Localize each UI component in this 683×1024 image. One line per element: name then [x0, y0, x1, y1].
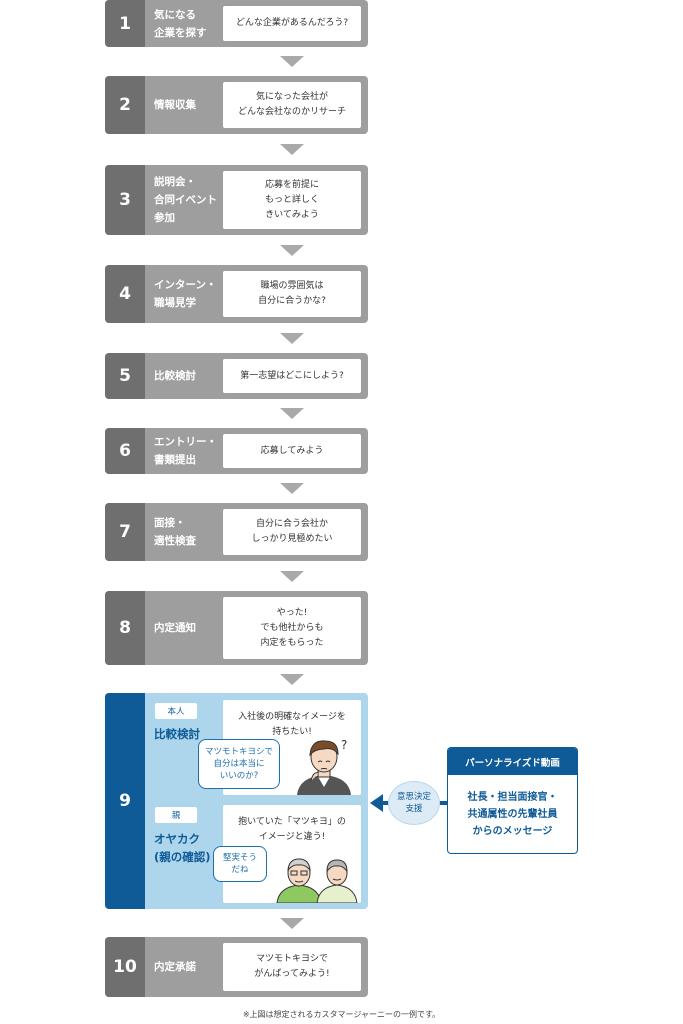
down-arrow-icon [280, 571, 304, 582]
step-number: 4 [105, 265, 145, 323]
step-label: 情報収集 [154, 99, 196, 111]
journey-step-7: 7 面接・ 適性検査 自分に合う会社か しっかり見極めたい [105, 503, 368, 561]
left-arrow-icon [370, 794, 383, 812]
step-number: 10 [105, 937, 145, 997]
personalized-video-card: パーソナライズド動画 社長・担当面接官・ 共通属性の先輩社員 からのメッセージ [447, 747, 578, 854]
svg-text:?: ? [341, 738, 347, 752]
down-arrow-icon [280, 918, 304, 929]
step-number: 8 [105, 591, 145, 665]
self-description: 入社後の明確なイメージを 持ちたい! [238, 712, 346, 737]
step-description: 職場の雰囲気は 自分に合うかな? [223, 271, 361, 317]
step-number: 6 [105, 428, 145, 474]
journey-step-3: 3 説明会・ 合同イベント 参加 応募を前提に もっと詳しく きいてみよう [105, 165, 368, 235]
journey-step-5: 5 比較検討 第一志望はどこにしよう? [105, 353, 368, 399]
video-card-title: パーソナライズド動画 [448, 748, 577, 775]
step-description: どんな企業があるんだろう? [223, 6, 361, 41]
step-number: 5 [105, 353, 145, 399]
journey-step-9: 9 本人 比較検討 入社後の明確なイメージを 持ちたい! ? マツモトキヨシで … [105, 693, 368, 909]
down-arrow-icon [280, 408, 304, 419]
journey-step-2: 2 情報収集 気になった会社が どんな会社なのかリサーチ [105, 76, 368, 134]
step-description: 自分に合う会社か しっかり見極めたい [223, 509, 361, 555]
down-arrow-icon [280, 333, 304, 344]
journey-step-6: 6 エントリー・ 書類提出 応募してみよう [105, 428, 368, 474]
young-man-illustration-icon: ? [297, 738, 351, 795]
step-label: 内定承諾 [154, 961, 196, 973]
journey-step-10: 10 内定承諾 マツモトキヨシで がんばってみよう! [105, 937, 368, 997]
step-number: 2 [105, 76, 145, 134]
parents-illustration-icon [276, 858, 358, 903]
step-description: 応募してみよう [223, 434, 361, 468]
self-chip: 本人 [155, 703, 197, 719]
journey-step-1: 1 気になる 企業を探す どんな企業があるんだろう? [105, 0, 368, 47]
parent-description: 抱いていた「マツキヨ」の イメージと違う! [238, 817, 346, 842]
step-label: エントリー・ 書類提出 [154, 436, 217, 466]
step-number: 1 [105, 0, 145, 47]
step-description: マツモトキヨシで がんばってみよう! [223, 943, 361, 991]
video-card-body: 社長・担当面接官・ 共通属性の先輩社員 からのメッセージ [467, 791, 558, 837]
step-label: 比較検討 [154, 370, 196, 382]
down-arrow-icon [280, 144, 304, 155]
step-description: 気になった会社が どんな会社なのかリサーチ [223, 82, 361, 128]
down-arrow-icon [280, 56, 304, 67]
parent-chip: 親 [155, 807, 197, 823]
step-label: 内定通知 [154, 622, 196, 634]
step-description: やった! でも他社からも 内定をもらった [223, 597, 361, 659]
down-arrow-icon [280, 245, 304, 256]
down-arrow-icon [280, 674, 304, 685]
down-arrow-icon [280, 483, 304, 494]
step-number: 9 [105, 693, 145, 909]
step-description: 第一志望はどこにしよう? [223, 359, 361, 393]
decision-support-circle: 意思決定 支援 [388, 781, 440, 825]
step-label: 面接・ 適性検査 [154, 517, 196, 547]
connector-line [382, 801, 390, 805]
footnote: ※上図は想定されるカスタマージャーニーの一例です。 [242, 1010, 441, 1019]
connector-line [440, 801, 448, 805]
journey-step-8: 8 内定通知 やった! でも他社からも 内定をもらった [105, 591, 368, 665]
step-label: インターン・ 職場見学 [154, 279, 217, 309]
step-label: 説明会・ 合同イベント 参加 [154, 176, 217, 224]
step-description: 応募を前提に もっと詳しく きいてみよう [223, 171, 361, 229]
parent-speech-bubble: 堅実そう だね [213, 846, 267, 882]
step-number: 3 [105, 165, 145, 235]
journey-step-4: 4 インターン・ 職場見学 職場の雰囲気は 自分に合うかな? [105, 265, 368, 323]
self-speech-bubble: マツモトキヨシで 自分は本当に いいのか? [198, 739, 280, 789]
parent-label: オヤカク (親の確認) [154, 832, 211, 864]
step-number: 7 [105, 503, 145, 561]
step-label: 気になる 企業を探す [154, 8, 207, 39]
self-label: 比較検討 [154, 727, 200, 741]
